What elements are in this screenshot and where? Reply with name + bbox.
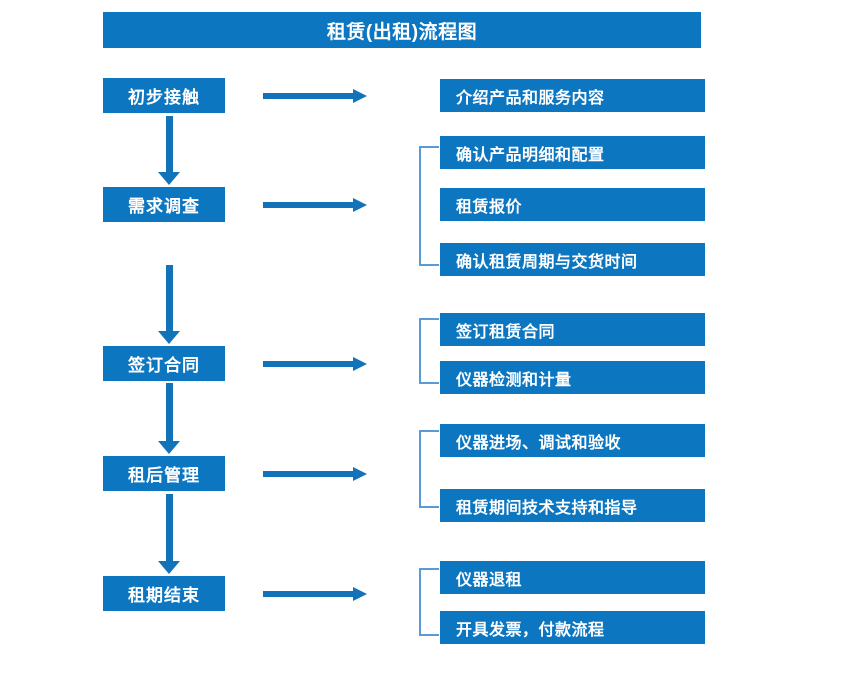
- stage-box-2[interactable]: 需求调查: [103, 187, 225, 222]
- horizontal-arrow-5: [263, 586, 367, 602]
- detail-box-5[interactable]: 签订租赁合同: [440, 313, 705, 346]
- horizontal-arrow-2: [263, 197, 367, 213]
- group-bracket-2: [419, 318, 439, 384]
- stage-box-5[interactable]: 租期结束: [103, 576, 225, 611]
- detail-box-6[interactable]: 仪器检测和计量: [440, 361, 705, 394]
- vertical-arrow-4: [158, 494, 182, 574]
- arrow-head: [353, 587, 367, 601]
- arrow-head: [158, 441, 180, 454]
- arrow-head: [158, 561, 180, 574]
- detail-box-2[interactable]: 确认产品明细和配置: [440, 136, 705, 169]
- arrow-shaft: [263, 591, 355, 597]
- arrow-shaft: [166, 116, 173, 172]
- arrow-head: [158, 172, 180, 185]
- horizontal-arrow-1: [263, 88, 367, 104]
- page-title: 租赁(出租)流程图: [103, 12, 701, 48]
- arrow-shaft: [263, 361, 355, 367]
- vertical-arrow-3: [158, 383, 182, 454]
- group-bracket-3: [419, 430, 439, 508]
- arrow-shaft: [263, 202, 355, 208]
- arrow-head: [353, 357, 367, 371]
- detail-box-7[interactable]: 仪器进场、调试和验收: [440, 424, 705, 457]
- detail-box-1[interactable]: 介绍产品和服务内容: [440, 79, 705, 112]
- group-bracket-1: [419, 146, 439, 266]
- detail-box-3[interactable]: 租赁报价: [440, 188, 705, 221]
- detail-box-10[interactable]: 开具发票，付款流程: [440, 611, 705, 644]
- arrow-shaft: [263, 471, 355, 477]
- horizontal-arrow-3: [263, 356, 367, 372]
- stage-box-1[interactable]: 初步接触: [103, 78, 225, 113]
- arrow-head: [158, 331, 180, 344]
- vertical-arrow-1: [158, 116, 182, 185]
- arrow-shaft: [263, 93, 355, 99]
- detail-box-9[interactable]: 仪器退租: [440, 561, 705, 594]
- horizontal-arrow-4: [263, 466, 367, 482]
- arrow-shaft: [166, 494, 173, 561]
- arrow-head: [353, 89, 367, 103]
- group-bracket-4: [419, 568, 439, 636]
- detail-box-4[interactable]: 确认租赁周期与交货时间: [440, 243, 705, 276]
- vertical-arrow-2: [158, 265, 182, 344]
- arrow-head: [353, 467, 367, 481]
- arrow-head: [353, 198, 367, 212]
- detail-box-8[interactable]: 租赁期间技术支持和指导: [440, 489, 705, 522]
- stage-box-4[interactable]: 租后管理: [103, 456, 225, 491]
- arrow-shaft: [166, 265, 173, 331]
- arrow-shaft: [166, 383, 173, 441]
- stage-box-3[interactable]: 签订合同: [103, 346, 225, 381]
